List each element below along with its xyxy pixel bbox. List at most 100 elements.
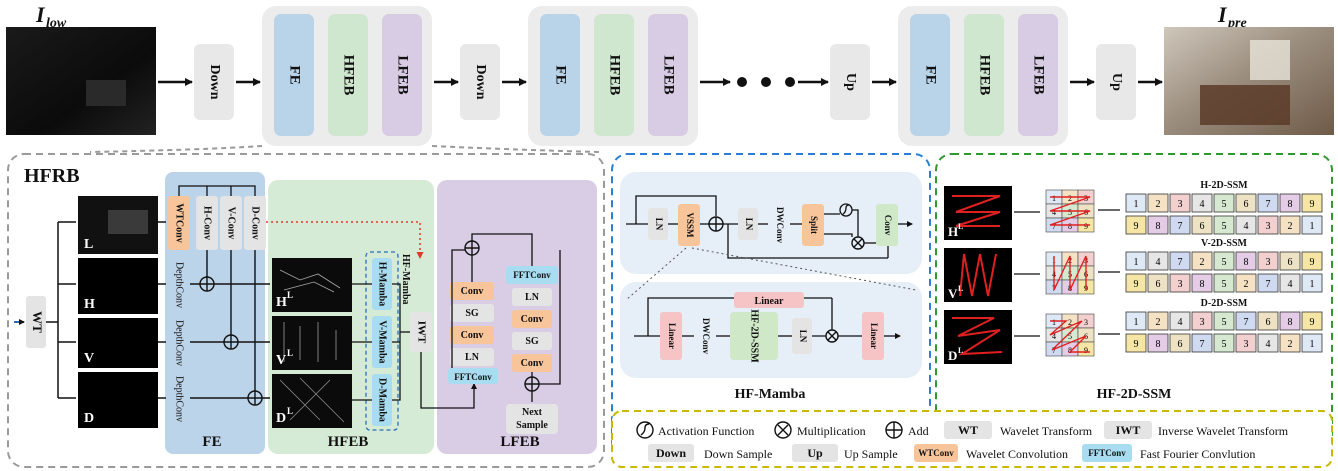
hf-2d-ssm-label: HF-2D-SSM xyxy=(1097,387,1172,402)
next-sample-block xyxy=(506,404,558,434)
hf-mamba-label: HF-Mamba xyxy=(735,387,806,402)
mamba-vssm-block xyxy=(678,204,700,246)
ssm-grid-cell-value: 8 xyxy=(1068,222,1072,231)
low-light-image-detail xyxy=(86,80,126,106)
zoom-connector-left xyxy=(89,145,263,153)
ssm-v-image: V L xyxy=(944,248,1012,302)
vssm-zoom-lines xyxy=(625,247,917,301)
fe-section-label: FE xyxy=(202,434,221,450)
ssm-seq-cell-value: 4 xyxy=(1244,221,1249,232)
next-sample-label: Next Sample xyxy=(516,407,548,431)
hfrb-title: HFRB xyxy=(24,165,80,187)
ssm-seq-cell-value: 3 xyxy=(1244,339,1249,350)
svg-text:IWT: IWT xyxy=(415,321,427,344)
ssm-seq-cell-value: 7 xyxy=(1178,221,1183,232)
ssm-grid-cell-value: 1 xyxy=(1052,194,1056,203)
ssm-seq-cell xyxy=(1147,193,1169,213)
ssm-seq-cell-value: 8 xyxy=(1244,257,1249,268)
svg-text:LFEB: LFEB xyxy=(661,55,677,94)
ssm-seq-cell-value: 3 xyxy=(1266,221,1271,232)
svg-text:IWT: IWT xyxy=(1116,423,1141,437)
svg-text:V: V xyxy=(276,353,286,368)
ssm-grid-cell-value: 5 xyxy=(1068,332,1072,341)
ssm-seq-cell xyxy=(1213,311,1235,331)
ssm-seq-cell-value: 9 xyxy=(1310,199,1315,210)
hconv-block xyxy=(196,196,218,250)
mamba-linear-top xyxy=(734,292,804,308)
lfeb-ln-2 xyxy=(512,288,552,306)
ssm-seq-cell xyxy=(1235,273,1257,293)
lfeb-block-1 xyxy=(382,14,422,136)
ssm-seq-cell xyxy=(1169,251,1191,271)
mamba-lines xyxy=(352,283,401,401)
ssm-seq-cell-value: 4 xyxy=(1266,339,1271,350)
ssm-grid-cell-value: 1 xyxy=(1052,318,1056,327)
iwt-block xyxy=(410,312,432,352)
svg-text:DWConv: DWConv xyxy=(775,207,785,244)
legend-iwt-chip xyxy=(1104,421,1152,439)
vl-image-edges xyxy=(283,322,337,362)
lfeb-block-3 xyxy=(1018,14,1058,136)
lfeb-left-lines xyxy=(451,233,533,388)
line xyxy=(852,209,859,237)
ssm-grid-cell-value: 9 xyxy=(1084,346,1088,355)
ssm-seq-cell-value: 1 xyxy=(1310,221,1315,232)
lfeb-right-lines xyxy=(531,250,561,402)
down-block-1-label: Down xyxy=(207,64,222,99)
svg-text:V-Conv: V-Conv xyxy=(226,207,237,240)
ssm-seq-cell xyxy=(1301,333,1323,353)
input-image-label: I low xyxy=(35,2,67,31)
svg-text:D-Mamba: D-Mamba xyxy=(377,378,388,422)
hmamba-block xyxy=(372,258,392,310)
down-block-2 xyxy=(460,44,500,120)
wt-block xyxy=(26,296,46,348)
ssm-seq-cell xyxy=(1213,215,1235,235)
svg-text:L: L xyxy=(287,290,293,300)
d-2d-ssm-title: D-2D-SSM xyxy=(1201,298,1248,309)
ssm-seq-cell xyxy=(1301,215,1323,235)
svg-text:H-Conv: H-Conv xyxy=(202,206,213,240)
vmamba-block xyxy=(372,316,392,368)
ssm-h-image: H L xyxy=(944,186,1012,240)
dl-image xyxy=(272,374,352,428)
enhanced-image-window xyxy=(1250,40,1290,80)
ssm-seq-cell-value: 2 xyxy=(1156,199,1161,210)
legend-add-text: Add xyxy=(908,424,929,438)
lfeb-conv-3 xyxy=(512,310,552,328)
lfeb-fftconv-1 xyxy=(448,368,498,384)
hfeb-block-3 xyxy=(964,14,1004,136)
svg-text:Conv: Conv xyxy=(521,314,544,325)
mamba-linear-right xyxy=(862,312,884,360)
ssm-seq-cell-value: 1 xyxy=(1310,279,1315,290)
ssm-seq-cell xyxy=(1125,215,1147,235)
ssm-seq-cell xyxy=(1191,333,1213,353)
ssm-seq-cell xyxy=(1213,251,1235,271)
mamba-conv-block xyxy=(876,204,898,246)
ssm-seq-cell xyxy=(1235,333,1257,353)
svg-text:SG: SG xyxy=(525,336,539,347)
ssm-seq-cell-value: 3 xyxy=(1178,199,1183,210)
svg-text:FE: FE xyxy=(287,65,303,84)
hf-mamba-side-label: HF-Mamba xyxy=(400,254,411,305)
svg-text:I: I xyxy=(35,2,46,27)
ellipsis-dots xyxy=(737,77,795,87)
lfeb-fftconv-2 xyxy=(506,266,558,284)
ssm-seq-cell-value: 9 xyxy=(1134,221,1139,232)
ssm-seq-cell-value: 7 xyxy=(1266,279,1271,290)
svg-text:HFEB: HFEB xyxy=(607,55,623,96)
ssm-seq-cell-value: 5 xyxy=(1222,199,1227,210)
ssm-seq-cell-value: 5 xyxy=(1222,279,1227,290)
ssm-image-arrows xyxy=(1014,211,1040,337)
mamba-ln-2 xyxy=(738,208,758,240)
mamba-top-lines xyxy=(626,195,717,225)
ssm-seq-cell-value: 9 xyxy=(1310,317,1315,328)
ssm-seq-cell-value: 6 xyxy=(1266,317,1271,328)
ssm-seq-cell-value: 4 xyxy=(1178,317,1183,328)
legend-fftconv-chip xyxy=(1082,444,1132,462)
zoom-connector-right xyxy=(431,145,601,153)
mamba-group xyxy=(365,251,399,431)
depthconv-v-block xyxy=(168,320,190,366)
dconv-block xyxy=(244,196,266,250)
ssm-seq-cell xyxy=(1257,311,1279,331)
